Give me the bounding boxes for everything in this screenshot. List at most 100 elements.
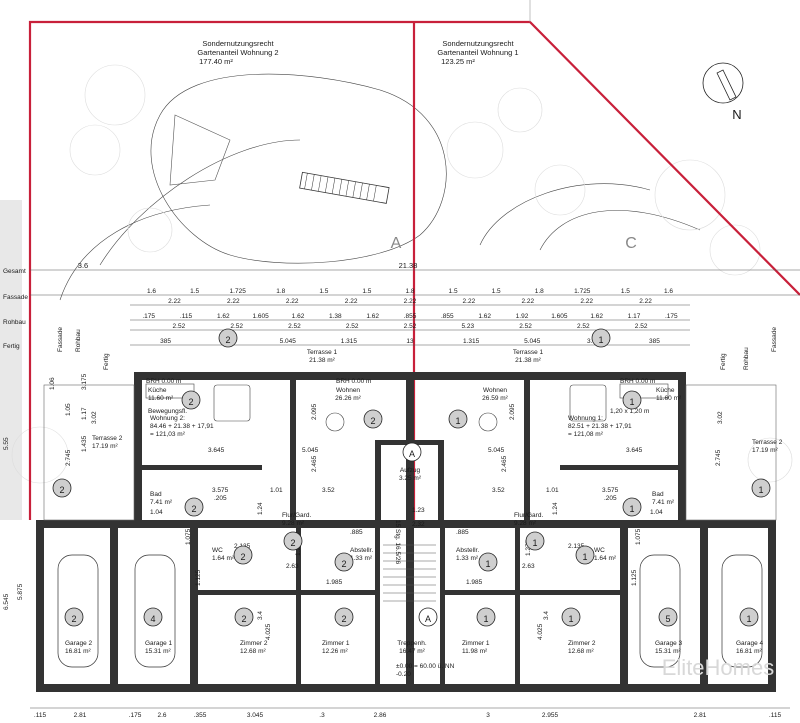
room-wohnung2-l2: = 121,03 m²	[150, 431, 186, 438]
dim-row2-5: 2.22	[463, 298, 476, 305]
dim-row4-7: 2.52	[577, 323, 590, 330]
dim-row1-3: 1.8	[276, 288, 285, 295]
unit-marker-circle	[622, 390, 642, 410]
svg-text:1.17: 1.17	[81, 407, 88, 420]
svg-text:2.63: 2.63	[286, 563, 299, 570]
unit-marker-label: 1	[532, 538, 537, 548]
room-garage4-area: 16.81 m²	[736, 648, 762, 655]
level-reference: ±0.00 = 60.00 ü. NN	[396, 663, 455, 670]
unit-marker-circle	[402, 442, 422, 462]
unit-marker-circle	[143, 607, 163, 627]
unit-marker-circle	[52, 478, 72, 498]
unit-marker-circle	[622, 497, 642, 517]
dim-row3-2: 1.62	[217, 313, 230, 320]
room-bad2-area: 7.41 m²	[150, 499, 173, 506]
dim-total: 21.38	[399, 261, 418, 270]
dim-row5-5: 1.315	[463, 338, 480, 345]
unit-marker-circle	[334, 607, 354, 627]
unit-marker-circle	[283, 531, 303, 551]
svg-text:Rohbau: Rohbau	[743, 347, 750, 370]
neighbor-strip	[0, 200, 22, 520]
svg-text:6.545: 6.545	[3, 593, 10, 610]
brh-label-1: BRH 0.00 m	[146, 378, 181, 385]
svg-text:Fassade: Fassade	[771, 327, 778, 352]
room-kueche1: Küche	[656, 387, 675, 394]
room-garage1: Garage 1	[145, 640, 172, 647]
unit-marker-circle	[184, 497, 204, 517]
dim-row3-12: 1.62	[590, 313, 603, 320]
watermark-logo: EliteHomes	[662, 655, 774, 680]
room-wc1: WC	[594, 547, 605, 554]
dim-bottom-9: 2.955	[542, 712, 559, 719]
dim-bottom-2: .175	[129, 712, 142, 719]
svg-text:1.01: 1.01	[546, 487, 559, 494]
north-label: N	[732, 107, 741, 122]
svg-text:2.32: 2.32	[412, 521, 425, 528]
unit-marker-circle	[658, 607, 678, 627]
dim-row5-8: 385	[649, 338, 660, 345]
svg-text:2.095: 2.095	[311, 403, 318, 420]
unit-marker-label: 1	[758, 485, 763, 495]
unit-marker-label: 2	[341, 614, 346, 624]
dim-bottom-6: .3	[319, 712, 325, 719]
dim-row1-9: 1.8	[535, 288, 544, 295]
dim-row4-8: 2.52	[635, 323, 648, 330]
room-flur1-area: 9.28 m²	[514, 520, 537, 527]
room-wohnung2-l1: 84.46 + 21.38 + 17,91	[150, 423, 214, 430]
dim-row1-5: 1.5	[362, 288, 371, 295]
unit-marker-circle	[575, 545, 595, 565]
svg-text:1.04: 1.04	[150, 509, 163, 516]
dim-bottom-1: 2.81	[74, 712, 87, 719]
unit-marker-label: 1	[629, 397, 634, 407]
svg-text:1.125: 1.125	[195, 569, 202, 586]
dim-row3-5: 1.38	[329, 313, 342, 320]
room-kueche2-area: 11.60 m²	[148, 395, 174, 402]
side-labels: Fassade Rohbau Fertig Fassade Rohbau Fer…	[3, 327, 778, 610]
unit-marker-circle	[478, 552, 498, 572]
svg-text:5.55: 5.55	[3, 437, 10, 450]
room-treppenhaus-area: 16.47 m²	[399, 648, 425, 655]
room-zimmer1-w1: Zimmer 1	[462, 640, 490, 647]
beweg-dim-1: 1,20 x 1,20 m	[610, 408, 649, 415]
unit-marker-circle	[751, 478, 771, 498]
dim-row5-6: 5.045	[524, 338, 541, 345]
unit-marker-label: 1	[598, 335, 603, 345]
svg-text:4.025: 4.025	[537, 623, 544, 640]
svg-text:3.4: 3.4	[257, 611, 264, 620]
dim-row3-8: .855	[441, 313, 454, 320]
dim-row4-2: 2.52	[288, 323, 301, 330]
dim-row5-3: 1.315	[341, 338, 358, 345]
svg-text:3.02: 3.02	[717, 411, 724, 424]
room-terrasse1-left-area: 21.38 m²	[309, 357, 335, 364]
dim-row1-4: 1.5	[319, 288, 328, 295]
section-mark-c: C	[625, 235, 637, 252]
svg-text:2.745: 2.745	[65, 449, 72, 466]
svg-text:2.465: 2.465	[501, 455, 508, 472]
row-label-rohbau: Rohbau	[3, 319, 26, 326]
room-wohnung1: Wohnung 1:	[568, 415, 603, 422]
svg-text:5.875: 5.875	[17, 583, 24, 600]
unit-marker-circle	[334, 552, 354, 572]
unit-marker-circle	[476, 607, 496, 627]
room-terrasse1-right-area: 21.38 m²	[515, 357, 541, 364]
svg-text:.885: .885	[350, 529, 363, 536]
unit-marker-label: 1	[582, 552, 587, 562]
dim-row1-8: 1.5	[492, 288, 501, 295]
dim-row3-9: 1.62	[478, 313, 491, 320]
garden-landscape	[11, 64, 793, 484]
unit-marker-label: 2	[188, 397, 193, 407]
dim-row4-4: 2.52	[404, 323, 417, 330]
room-wc1-area: 1.64 m²	[594, 555, 617, 562]
dim-row1-0: 1.6	[147, 288, 156, 295]
svg-text:1.985: 1.985	[326, 579, 343, 586]
svg-text:3.645: 3.645	[626, 447, 643, 454]
svg-text:1.23: 1.23	[412, 507, 425, 514]
room-abstell2: Abstellr.	[350, 547, 373, 554]
dim-row2-6: 2.22	[521, 298, 534, 305]
dim-row2-1: 2.22	[227, 298, 240, 305]
row-label-fertig: Fertig	[3, 343, 20, 350]
svg-text:1.435: 1.435	[81, 435, 88, 452]
dim-bottom-3: 2.6	[157, 712, 166, 719]
svg-text:1.075: 1.075	[185, 528, 192, 545]
svg-text:2.745: 2.745	[715, 449, 722, 466]
